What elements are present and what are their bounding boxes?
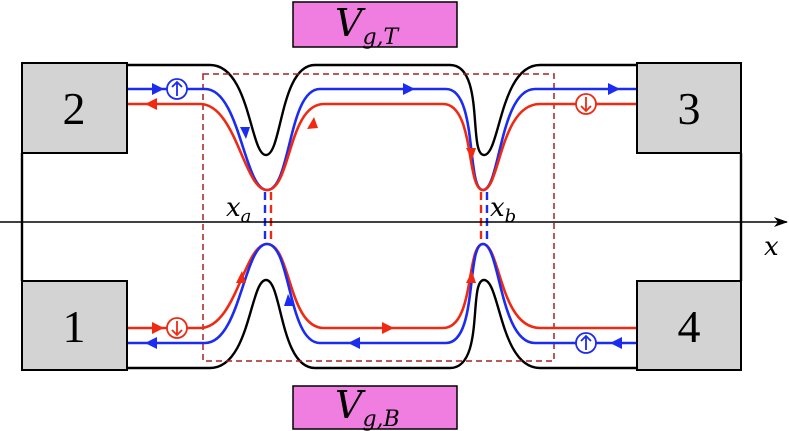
arrow-blue-top-dip [240, 127, 250, 139]
lead-4-label: 4 [678, 301, 701, 352]
lower-channels [127, 242, 637, 345]
top-gate-sub: g,T [362, 25, 400, 50]
lead-1-label: 1 [63, 301, 86, 352]
position-label-b: xb [490, 193, 516, 227]
arrow-red-bottom-center [382, 322, 394, 334]
lead-1: 1 [21, 280, 128, 371]
upper-channels [127, 87, 637, 192]
arrow-red-bottom-rise [236, 271, 246, 283]
lead-3: 3 [636, 62, 742, 154]
junction-a [263, 192, 273, 242]
position-label-a: xa [226, 193, 251, 227]
sample-boundary [20, 63, 743, 370]
lead-2: 2 [21, 62, 128, 154]
lead-2-label: 2 [63, 83, 86, 134]
arrow-red-top-right [466, 148, 476, 160]
spin-up-icon [166, 78, 188, 100]
bottom-gate-main: V [335, 383, 366, 427]
arrow-blue-top-right [608, 83, 620, 95]
bottom-gate-sub: g,B [362, 407, 399, 431]
svg-text:Vg,B: Vg,B [335, 383, 400, 431]
x-axis-label: x [764, 232, 779, 262]
top-gate: Vg,T [292, 1, 458, 50]
bottom-gate: Vg,B [292, 383, 458, 431]
spin-up-icon [575, 332, 597, 354]
arrow-blue-bottom-left [145, 337, 157, 349]
scattering-region [202, 73, 555, 362]
arrow-blue-top-left [152, 83, 164, 95]
arrow-red-bottom-right [466, 271, 476, 283]
arrow-blue-bottom-right [610, 337, 622, 349]
lead-4: 4 [636, 280, 742, 371]
spin-down-icon [166, 317, 188, 339]
arrow-blue-top-center [403, 83, 415, 95]
arrow-red-top-left [145, 98, 157, 110]
spin-down-icon [575, 93, 597, 115]
top-gate-main: V [335, 1, 366, 45]
arrow-blue-bottom-rise [284, 294, 294, 306]
lead-3-label: 3 [678, 83, 701, 134]
arrow-red-bottom-left [152, 322, 164, 334]
junction-b [479, 192, 489, 242]
svg-text:Vg,T: Vg,T [335, 1, 401, 50]
arrow-red-top-center [307, 117, 318, 129]
arrow-blue-bottom-center [348, 337, 360, 349]
channel-arrows [145, 83, 622, 349]
